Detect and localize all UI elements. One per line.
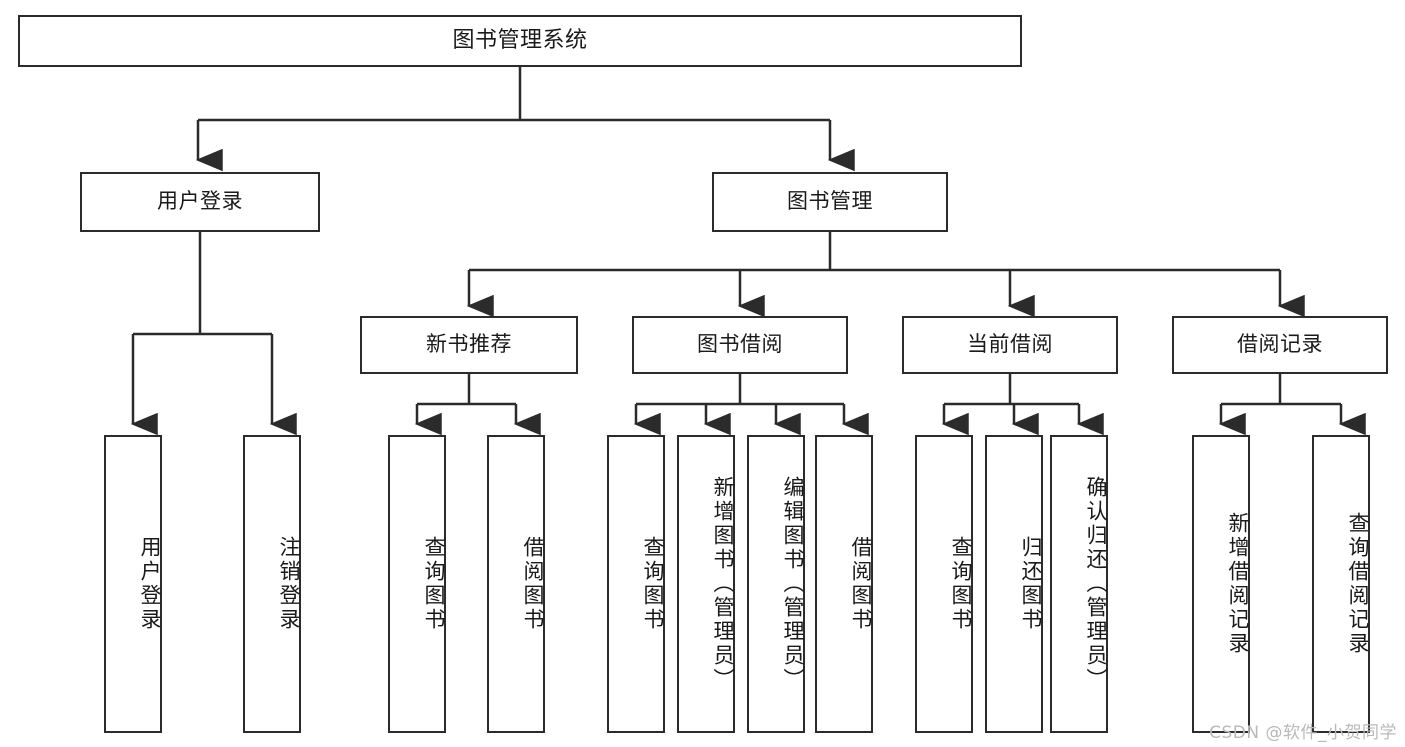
node-new-book-recommendation[interactable]: 新书推荐: [360, 316, 578, 374]
node-borrowing-record[interactable]: 借阅记录: [1172, 316, 1388, 374]
leaf-borrow-book-borrowing[interactable]: 借阅图书: [815, 435, 873, 733]
node-book-borrowing[interactable]: 图书借阅: [632, 316, 848, 374]
node-label: 查询借阅记录: [1346, 512, 1370, 656]
node-label: 查询图书: [949, 536, 973, 632]
node-label: 注销登录: [277, 536, 301, 632]
node-label: 新增借阅记录: [1226, 512, 1250, 656]
node-label: 新增图书（管理员）: [711, 476, 735, 692]
leaf-query-book-current[interactable]: 查询图书: [915, 435, 973, 733]
csdn-watermark: CSDN @软件_小贺同学: [1209, 723, 1397, 743]
leaf-logout-login[interactable]: 注销登录: [243, 435, 301, 733]
node-current-borrowing[interactable]: 当前借阅: [902, 316, 1118, 374]
leaf-add-borrowing-record[interactable]: 新增借阅记录: [1192, 435, 1250, 733]
node-label: 用户登录: [157, 189, 243, 214]
node-label: 用户登录: [138, 536, 162, 632]
node-label: 查询图书: [422, 536, 446, 632]
node-label: 图书借阅: [697, 332, 783, 357]
node-label: 归还图书: [1019, 536, 1043, 632]
node-label: 查询图书: [641, 536, 665, 632]
node-label: 图书管理: [787, 189, 873, 214]
leaf-query-book-new-recommendation[interactable]: 查询图书: [388, 435, 446, 733]
leaf-query-book-borrowing[interactable]: 查询图书: [607, 435, 665, 733]
leaf-return-book[interactable]: 归还图书: [985, 435, 1043, 733]
leaf-query-borrowing-record[interactable]: 查询借阅记录: [1312, 435, 1370, 733]
node-label: 当前借阅: [967, 332, 1053, 357]
node-label: 借阅图书: [849, 536, 873, 632]
node-root-book-management-system[interactable]: 图书管理系统: [18, 15, 1022, 67]
node-label: 新书推荐: [426, 332, 512, 357]
leaf-add-book-admin[interactable]: 新增图书（管理员）: [677, 435, 735, 733]
node-user-login[interactable]: 用户登录: [80, 172, 320, 232]
leaf-user-login[interactable]: 用户登录: [104, 435, 162, 733]
node-book-management[interactable]: 图书管理: [712, 172, 948, 232]
leaf-borrow-book-new-recommendation[interactable]: 借阅图书: [487, 435, 545, 733]
node-label: 确认归还（管理员）: [1084, 476, 1108, 692]
node-label: 借阅记录: [1237, 332, 1323, 357]
node-label: 图书管理系统: [452, 27, 588, 53]
leaf-confirm-return-admin[interactable]: 确认归还（管理员）: [1050, 435, 1108, 733]
node-label: 编辑图书（管理员）: [781, 476, 805, 692]
leaf-edit-book-admin[interactable]: 编辑图书（管理员）: [747, 435, 805, 733]
node-label: 借阅图书: [521, 536, 545, 632]
